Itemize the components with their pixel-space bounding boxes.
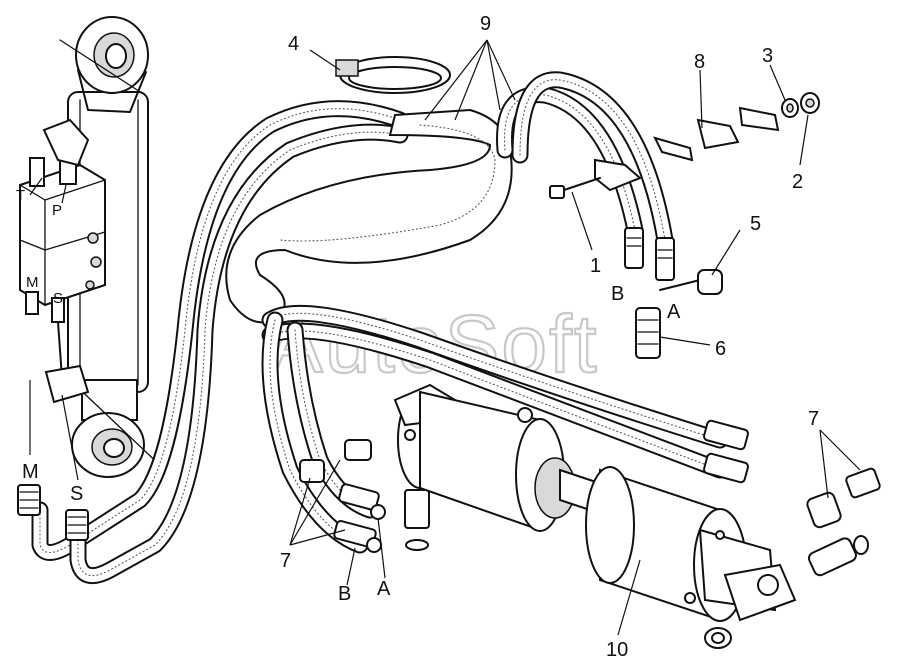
port-label-s-line: S — [70, 483, 83, 505]
hose-fitting-s — [65, 509, 89, 541]
port-label-b-bottom: B — [338, 583, 351, 605]
callout-5: 5 — [750, 213, 761, 235]
port-label-p: P — [52, 202, 62, 219]
port-label-a-top: A — [667, 301, 681, 323]
clips-8 — [594, 106, 780, 192]
callout-7-right: 7 — [808, 408, 819, 430]
washers-2-3 — [781, 92, 820, 118]
cap-5 — [659, 269, 723, 295]
callout-2: 2 — [792, 171, 803, 193]
port-label-s-valve: S — [53, 290, 63, 307]
callout-6: 6 — [715, 338, 726, 360]
hose-end-a — [655, 237, 675, 281]
left-cylinder — [59, 16, 166, 478]
part-7-right — [806, 467, 881, 577]
hose-fitting-m — [17, 484, 41, 516]
hose-clamp-4 — [335, 56, 451, 94]
port-label-b-top: B — [611, 283, 624, 305]
port-label-m-line: M — [22, 461, 39, 483]
callout-4: 4 — [288, 33, 299, 55]
control-valve — [19, 118, 106, 404]
leader-lines — [29, 39, 861, 636]
valve-6 — [635, 307, 661, 359]
callout-7-left: 7 — [280, 550, 291, 572]
callout-9: 9 — [480, 13, 491, 35]
bottom-cylinder — [393, 383, 797, 649]
callout-3: 3 — [762, 45, 773, 67]
callout-1: 1 — [590, 255, 601, 277]
callout-8: 8 — [694, 51, 705, 73]
port-label-m-valve: M — [26, 274, 39, 291]
callout-10: 10 — [606, 639, 628, 661]
port-label-t: T — [16, 187, 25, 204]
fitting-group-bottom — [299, 439, 430, 553]
port-label-a-bottom: A — [377, 578, 391, 600]
bolt-1 — [549, 177, 601, 199]
hose-end-b — [624, 227, 644, 269]
